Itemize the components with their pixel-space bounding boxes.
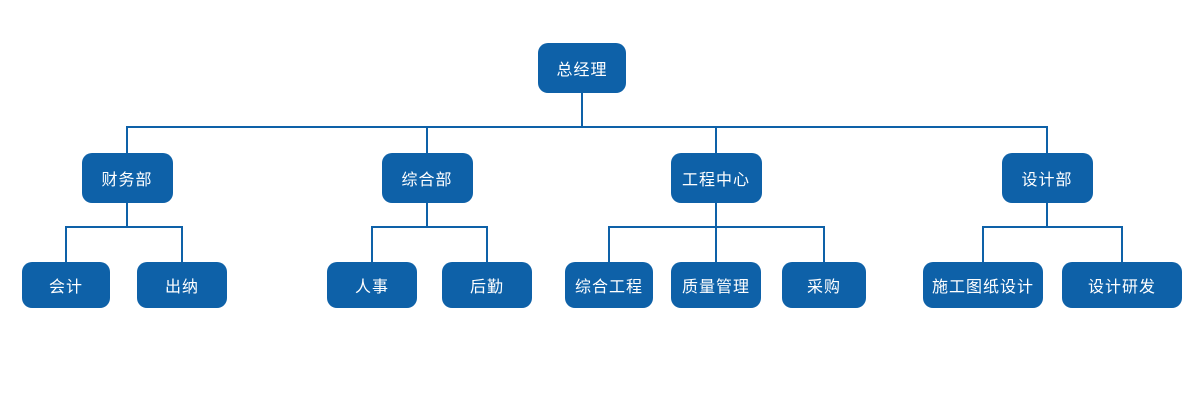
org-node-general-dept: 综合部 [381, 153, 473, 203]
org-node-quality-management: 质量管理 [671, 262, 761, 308]
org-node-finance-dept: 财务部 [81, 153, 173, 203]
org-node-cashier: 出纳 [137, 262, 227, 308]
org-node-accounting: 会计 [22, 262, 110, 308]
org-node-general-manager: 总经理 [538, 43, 626, 93]
org-node-construction-drawing-design: 施工图纸设计 [923, 262, 1043, 308]
org-node-procurement: 采购 [782, 262, 866, 308]
org-node-design-dept: 设计部 [1001, 153, 1093, 203]
org-node-logistics: 后勤 [442, 262, 532, 308]
org-node-engineering-center: 工程中心 [670, 153, 762, 203]
org-node-design-rd: 设计研发 [1062, 262, 1182, 308]
org-node-general-engineering: 综合工程 [565, 262, 653, 308]
org-node-hr: 人事 [327, 262, 417, 308]
